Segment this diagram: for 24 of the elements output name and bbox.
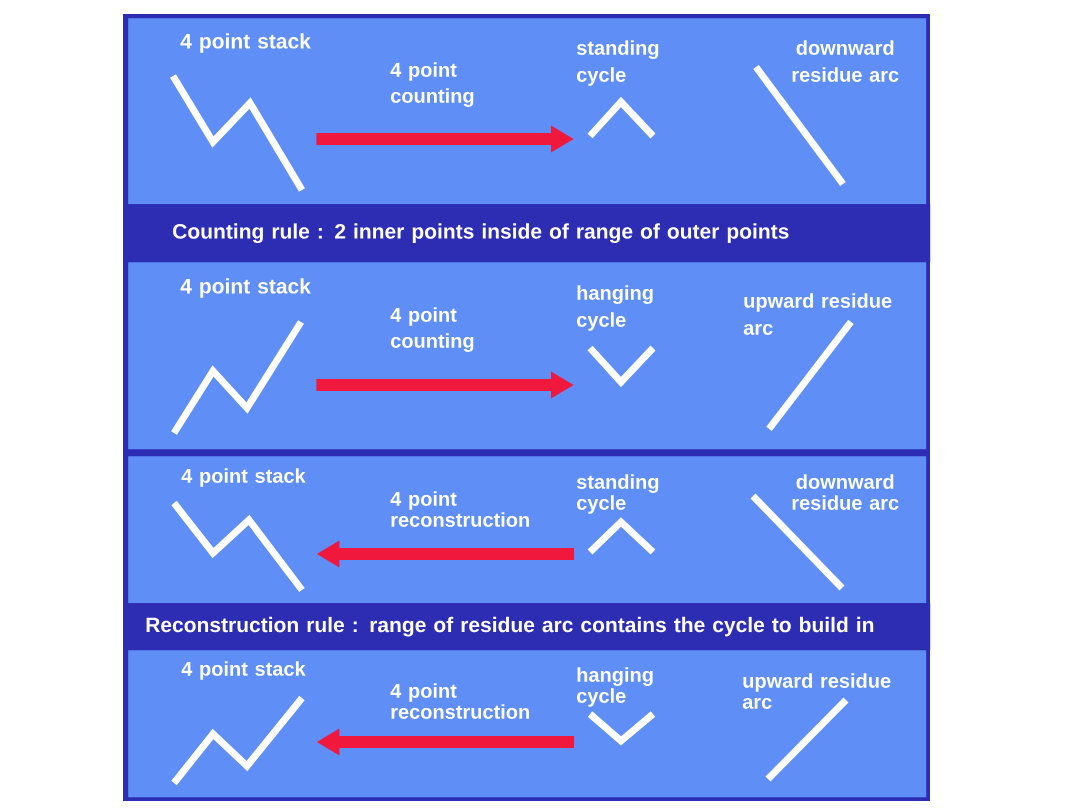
- edge-label: 4 point reconstruction: [390, 491, 529, 527]
- panel: [128, 18, 927, 205]
- rule-banner: Reconstruction rule : range of residue arc contains the cycle to build in: [123, 603, 931, 651]
- panel: [128, 262, 927, 450]
- figure-caption: upward residue arc: [743, 293, 892, 335]
- figure-caption: downward residue arc: [792, 40, 899, 82]
- edge-label: 4 point counting: [390, 307, 474, 352]
- figure-caption: hanging cycle: [577, 667, 653, 707]
- figure-caption: upward residue arc: [742, 673, 891, 709]
- node-label: Reconstruction rule : range of residue arc contains the cycle to build in: [146, 616, 874, 637]
- figure-caption: 4 point stack: [180, 33, 311, 53]
- panel: [128, 456, 927, 604]
- edge-label: 4 point reconstruction: [390, 683, 529, 719]
- figure-caption: downward residue arc: [792, 474, 899, 510]
- rule-banner: Counting rule : 2 inner points inside of range of outer points: [123, 204, 931, 263]
- figure-caption: hanging cycle: [577, 285, 653, 331]
- panel: [128, 650, 927, 798]
- figure-caption: 4 point stack: [181, 661, 306, 680]
- node-label: Counting rule : 2 inner points inside of range of outer points: [173, 223, 789, 244]
- figure-caption: standing cycle: [576, 474, 659, 514]
- figure-caption: 4 point stack: [180, 278, 311, 298]
- figure-caption: standing cycle: [576, 40, 659, 86]
- figure-caption: 4 point stack: [181, 468, 306, 487]
- edge-label: 4 point counting: [390, 62, 474, 107]
